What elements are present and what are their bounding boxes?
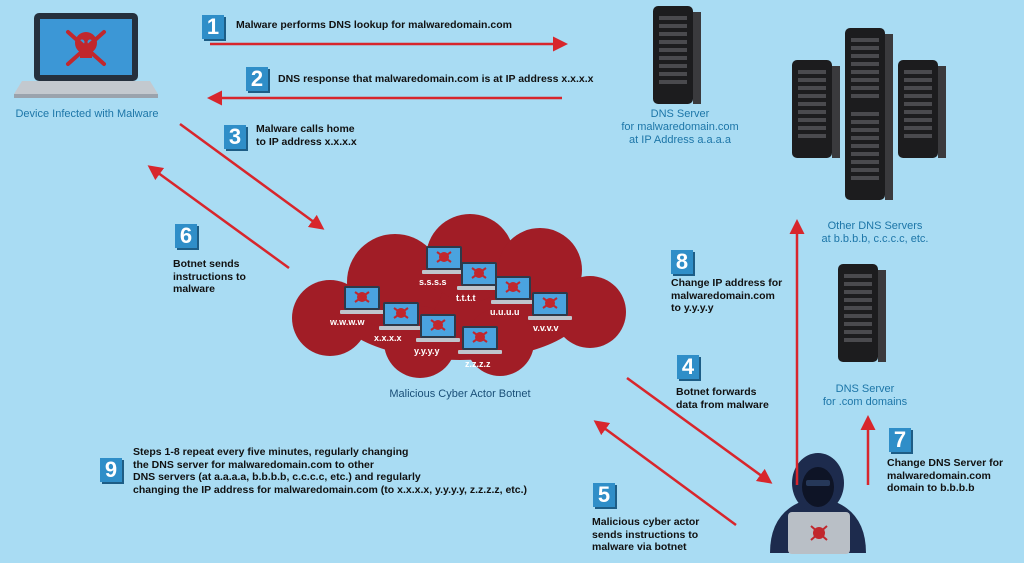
step-6-number: 6 — [175, 224, 197, 248]
step-5-number: 5 — [593, 483, 615, 507]
arrow-step-3 — [179, 122, 325, 230]
botnet-ip-label: y.y.y.y — [414, 346, 440, 356]
arrow-step-4 — [626, 376, 773, 484]
botnet-ip-label: v.v.v.v — [533, 323, 559, 333]
infected-device-label: Device Infected with Malware — [15, 108, 159, 120]
botnet-ip-label: s.s.s.s — [419, 277, 447, 287]
step-5-text: Malicious cyber actor sends instructions… — [592, 516, 700, 553]
botnet-ip-label: t.t.t.t — [456, 293, 476, 303]
botnet-laptop-icon — [421, 245, 467, 275]
botnet-label: Malicious Cyber Actor Botnet — [389, 388, 531, 400]
step-1-text: Malware performs DNS lookup for malwared… — [236, 19, 512, 31]
other-dns-servers-label: Other DNS Servers at b.b.b.b, c.c.c.c, e… — [821, 220, 929, 245]
step-4-number: 4 — [677, 355, 699, 379]
dns-server-icon — [653, 6, 701, 104]
other-dns-server-icon — [898, 60, 946, 158]
arrow-step-5 — [593, 420, 737, 527]
infected-laptop-icon — [14, 13, 158, 98]
com-dns-server-label: DNS Server for .com domains — [822, 383, 908, 408]
botnet-laptop-icon — [527, 291, 573, 321]
step-8-number: 8 — [671, 250, 693, 274]
botnet-laptop-icon — [457, 325, 503, 355]
botnet-laptop-icon — [339, 285, 385, 315]
botnet-laptop-icon — [456, 261, 502, 291]
step-7-text: Change DNS Server for malwaredomain.com … — [887, 457, 1004, 494]
step-7-number: 7 — [889, 428, 911, 452]
botnet-laptop-icon — [490, 275, 536, 305]
step-4-text: Botnet forwards data from malware — [676, 386, 769, 411]
botnet-ip-label: u.u.u.u — [490, 307, 520, 317]
hacker-icon — [770, 453, 866, 554]
dns-server-label: DNS Server for malwaredomain.com at IP A… — [621, 108, 739, 146]
step-8-text: Change IP address for malwaredomain.com … — [671, 277, 783, 314]
step-9-number: 9 — [100, 458, 122, 482]
com-dns-server-icon — [838, 264, 886, 362]
botnet-ip-label: z.z.z.z — [465, 359, 491, 369]
step-1-number: 1 — [202, 15, 224, 39]
botnet-laptop-icon — [415, 313, 461, 343]
botnet-ip-label: w.w.w.w — [330, 317, 365, 327]
other-dns-server-icon — [845, 102, 893, 200]
botnet-laptop-icon — [378, 301, 424, 331]
other-dns-server-icon — [792, 60, 840, 158]
step-6-text: Botnet sends instructions to malware — [173, 258, 246, 295]
botnet-ip-label: x.x.x.x — [374, 333, 402, 343]
step-2-text: DNS response that malwaredomain.com is a… — [278, 73, 594, 85]
arrow-step-6 — [147, 165, 290, 270]
step-9-text: Steps 1-8 repeat every five minutes, reg… — [133, 446, 528, 496]
step-3-text: Malware calls home to IP address x.x.x.x — [256, 123, 357, 148]
step-3-number: 3 — [224, 125, 246, 149]
step-2-number: 2 — [246, 67, 268, 91]
